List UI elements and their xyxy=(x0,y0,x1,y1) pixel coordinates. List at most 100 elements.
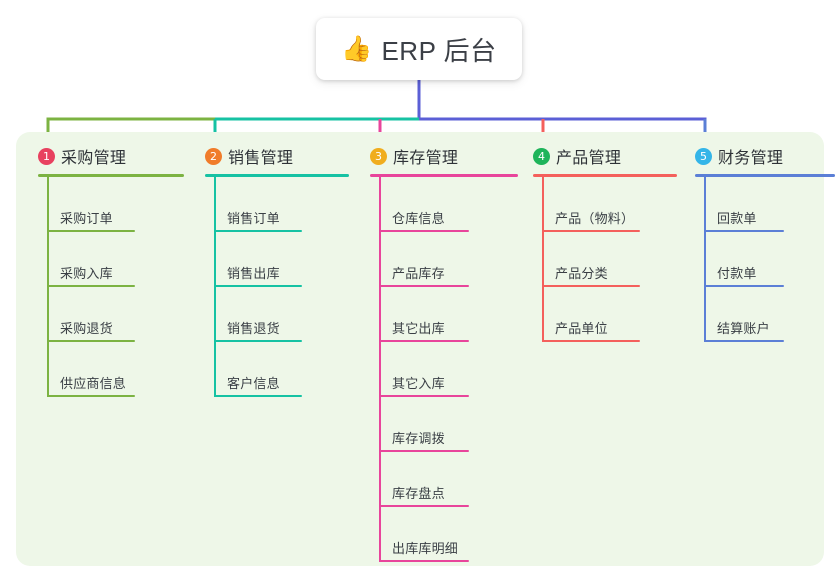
branch-item[interactable]: 产品（物料） xyxy=(533,177,677,232)
branch-item-underline xyxy=(542,230,640,232)
branch-item-underline xyxy=(214,340,302,342)
branch-spine xyxy=(704,177,706,342)
branch-item-underline xyxy=(47,395,135,397)
branch-item[interactable]: 其它出库 xyxy=(370,287,518,342)
branch-item[interactable]: 供应商信息 xyxy=(38,342,184,397)
branch-item-underline xyxy=(379,505,469,507)
branch-column-4: 4 产品管理产品（物料） 产品分类产品单位 xyxy=(533,144,677,342)
branch-item-underline xyxy=(379,285,469,287)
branch-item-label: 回款单 xyxy=(717,211,757,226)
branch-item-label: 采购订单 xyxy=(60,211,113,226)
branch-item[interactable]: 销售出库 xyxy=(205,232,349,287)
branch-spine xyxy=(542,177,544,342)
branch-item-label: 采购入库 xyxy=(60,266,113,281)
branch-item[interactable]: 回款单 xyxy=(695,177,835,232)
branch-item[interactable]: 仓库信息 xyxy=(370,177,518,232)
branch-item[interactable]: 客户信息 xyxy=(205,342,349,397)
branch-item-underline xyxy=(379,560,469,562)
branch-item[interactable]: 销售退货 xyxy=(205,287,349,342)
branch-number-badge: 3 xyxy=(370,147,387,165)
branch-item-label: 出库库明细 xyxy=(392,541,459,556)
branch-item[interactable]: 结算账户 xyxy=(695,287,835,342)
branch-title: 销售管理 xyxy=(228,150,294,167)
branch-item-underline xyxy=(47,340,135,342)
branch-item[interactable]: 销售订单 xyxy=(205,177,349,232)
branch-item-underline xyxy=(542,285,640,287)
branch-item-label: 客户信息 xyxy=(227,376,280,391)
branch-item[interactable]: 采购订单 xyxy=(38,177,184,232)
branch-item-label: 产品单位 xyxy=(555,321,608,336)
branch-item-list: 销售订单销售出库销售退货客户信息 xyxy=(205,177,349,397)
branch-spine xyxy=(47,177,49,397)
branch-underline xyxy=(533,174,677,177)
branch-title: 产品管理 xyxy=(556,150,622,167)
branch-item-list: 回款单付款单结算账户 xyxy=(695,177,835,342)
branch-underline xyxy=(38,174,184,177)
branch-item-underline xyxy=(214,395,302,397)
branch-item[interactable]: 产品库存 xyxy=(370,232,518,287)
branch-item[interactable]: 库存盘点 xyxy=(370,452,518,507)
branch-spine xyxy=(214,177,216,397)
branch-item-underline xyxy=(47,285,135,287)
branch-underline xyxy=(370,174,518,177)
branch-item-underline xyxy=(704,285,784,287)
branch-item-label: 仓库信息 xyxy=(392,211,445,226)
branch-item-underline xyxy=(379,450,469,452)
branch-item-label: 结算账户 xyxy=(717,321,770,336)
root-node-erp[interactable]: 👍 ERP 后台 xyxy=(316,18,522,80)
branch-header-2[interactable]: 2 销售管理 xyxy=(205,144,349,168)
branch-item-label: 销售出库 xyxy=(227,266,280,281)
branch-item-label: 其它入库 xyxy=(392,376,445,391)
branch-header-3[interactable]: 3 库存管理 xyxy=(370,144,518,168)
branch-item[interactable]: 产品分类 xyxy=(533,232,677,287)
branch-item-underline xyxy=(47,230,135,232)
root-node-title: ERP 后台 xyxy=(381,35,497,66)
branch-item-label: 付款单 xyxy=(717,266,757,281)
branch-item[interactable]: 付款单 xyxy=(695,232,835,287)
branch-item-list: 采购订单采购入库采购退货供应商信息 xyxy=(38,177,184,397)
branch-number-badge: 2 xyxy=(205,147,222,165)
branch-title: 财务管理 xyxy=(718,150,784,167)
branch-item-underline xyxy=(379,395,469,397)
branch-item[interactable]: 库存调拨 xyxy=(370,397,518,452)
branch-title: 库存管理 xyxy=(393,150,459,167)
branch-column-5: 5 财务管理回款单付款单结算账户 xyxy=(695,144,835,342)
branch-item-underline xyxy=(542,340,640,342)
branch-item[interactable]: 采购入库 xyxy=(38,232,184,287)
branch-item-label: 销售退货 xyxy=(227,321,280,336)
branch-item[interactable]: 出库库明细 xyxy=(370,507,518,562)
branch-item-underline xyxy=(379,340,469,342)
branch-column-1: 1 采购管理采购订单采购入库采购退货供应商信息 xyxy=(38,144,184,397)
branches-panel xyxy=(16,132,824,566)
branch-item-list: 仓库信息产品库存其它出库其它入库库存调拨库存盘点出库库明细 xyxy=(370,177,518,562)
branch-title: 采购管理 xyxy=(61,150,127,167)
branch-header-4[interactable]: 4 产品管理 xyxy=(533,144,677,168)
branch-number-badge: 5 xyxy=(695,147,712,165)
branch-item-label: 产品库存 xyxy=(392,266,445,281)
branch-item-underline xyxy=(379,230,469,232)
branch-item-list: 产品（物料） 产品分类产品单位 xyxy=(533,177,677,342)
branch-number-badge: 1 xyxy=(38,147,55,165)
branch-item-underline xyxy=(704,230,784,232)
branch-item-label: 库存盘点 xyxy=(392,486,445,501)
branch-item-label: 采购退货 xyxy=(60,321,113,336)
branch-item-underline xyxy=(704,340,784,342)
branch-number-badge: 4 xyxy=(533,147,550,165)
branch-item[interactable]: 其它入库 xyxy=(370,342,518,397)
branch-header-1[interactable]: 1 采购管理 xyxy=(38,144,184,168)
branch-item[interactable]: 采购退货 xyxy=(38,287,184,342)
branch-header-5[interactable]: 5 财务管理 xyxy=(695,144,835,168)
branch-item-label: 销售订单 xyxy=(227,211,280,226)
branch-item-label: 库存调拨 xyxy=(392,431,445,446)
branch-item-label: 产品（物料） xyxy=(555,211,635,226)
branch-item-underline xyxy=(214,285,302,287)
branch-column-2: 2 销售管理销售订单销售出库销售退货客户信息 xyxy=(205,144,349,397)
branch-spine xyxy=(379,177,381,562)
branch-item[interactable]: 产品单位 xyxy=(533,287,677,342)
branch-underline xyxy=(205,174,349,177)
branch-item-label: 产品分类 xyxy=(555,266,608,281)
branch-item-underline xyxy=(214,230,302,232)
branch-underline xyxy=(695,174,835,177)
branch-column-3: 3 库存管理仓库信息产品库存其它出库其它入库库存调拨库存盘点出库库明细 xyxy=(370,144,518,562)
branch-item-label: 供应商信息 xyxy=(60,376,127,391)
